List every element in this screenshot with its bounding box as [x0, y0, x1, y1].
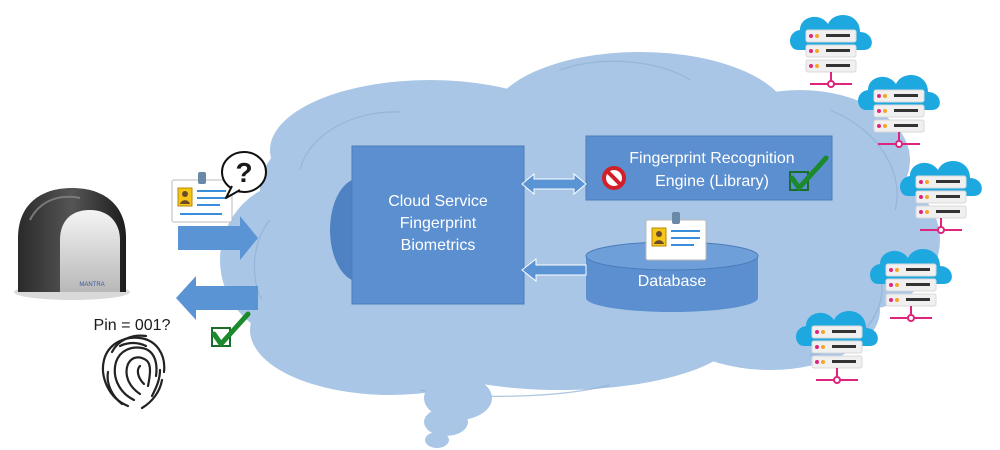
database-arrow: [521, 257, 587, 283]
cloud-service-line3: Biometrics: [401, 237, 476, 254]
question-bubble-icon: ?: [221, 151, 267, 199]
output-check-icon: [211, 311, 251, 347]
cloud-service-line2: Fingerprint: [400, 215, 477, 232]
recognition-engine-box: Fingerprint Recognition Engine (Library): [585, 135, 833, 201]
scanner-brand: MANTRA: [79, 282, 104, 288]
output-arrow: [176, 276, 258, 320]
question-mark: ?: [235, 157, 252, 188]
database-id-badge-icon: [645, 212, 707, 261]
cloud-service-box: Cloud Service Fingerprint Biometrics: [330, 145, 525, 305]
prohibited-icon: [602, 166, 626, 190]
engine-check-icon: [789, 155, 829, 191]
server-cloud-icon: [789, 13, 873, 88]
recognition-engine-line2: Engine (Library): [655, 173, 769, 190]
database-label: Database: [638, 273, 707, 290]
input-arrow: [178, 216, 258, 260]
recognition-engine-line1: Fingerprint Recognition: [629, 150, 794, 167]
double-arrow: [521, 172, 587, 196]
fingerprint-icon: [101, 334, 166, 410]
pin-query-label: Pin = 001?: [94, 317, 171, 334]
cloud-shape: [220, 52, 940, 448]
cloud-service-line1: Cloud Service: [388, 193, 488, 210]
fingerprint-scanner-icon: MANTRA: [14, 188, 130, 300]
id-badge-icon: [171, 172, 233, 223]
